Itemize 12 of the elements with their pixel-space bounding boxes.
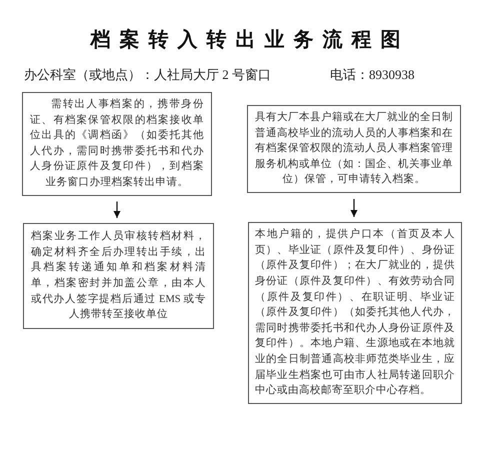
- step-text: 本地户籍的，提供户口本（首页及本人页）、毕业证（原件及复印件）、身份证（原件及复印件）；在大厂就业的，提供身份证（原件及复印件）、有效劳动合同（原件及复印件）、在职证明、毕业证（原件及复印件）（如委托其他人代办，需同时携带委托书和代办人身份证原件及复印件）。本地户籍、生源地或在本地就业的全日制普通高校非师范类毕业生，应届毕业生档案也可由市人社局转递回职介中心或由高校邮寄至职介中心存档。: [255, 227, 455, 398]
- step-text: 需转出人事档案的，携带身份证、有档案保管权限的档案接收单位出具的《调档函》（如委托其他人代办，需同时携带委托书和代办人身份证原件及复印件），到档案业务窗口办理档案转出申请。: [30, 97, 204, 190]
- office-location-text: 办公科室（或地点）：人社局大厅 2 号窗口: [24, 66, 271, 84]
- process-box: [22, 92, 212, 196]
- step-text: 具有大厂本县户籍或在大厂就业的全日制普通高校毕业的流动人员的人事档案和在有档案保管权限的流动人员人事档案管理服务机构或单位（如：国企、机关事业单位）保管，可申请转入档案。: [255, 110, 453, 188]
- arrow: [114, 202, 120, 218]
- process-box: [23, 223, 214, 329]
- phone-text: 电话：8930938: [330, 66, 414, 84]
- arrow: [350, 198, 358, 217]
- step-text: 档案业务工作人员审核转档材料，确定材料齐全后办理转出手续，出具档案转递通知单和档案材料清单，档案密封并加盖公章，由本人或代办人签字提档后通过 EMS 或专人携带转至接收单位: [31, 229, 206, 322]
- diagram-title: 档案转入转出业务流程图: [88, 27, 410, 53]
- process-box: [247, 105, 461, 193]
